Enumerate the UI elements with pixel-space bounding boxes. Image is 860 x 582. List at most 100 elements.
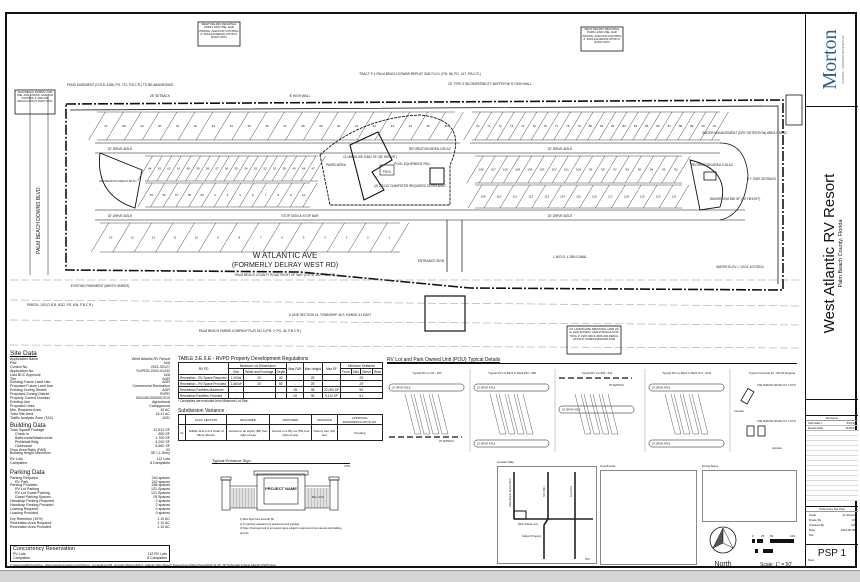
drive-aisle-label: 20' DRIVE AISLE xyxy=(652,387,671,390)
lot-line xyxy=(621,111,639,141)
lot-number: 12 xyxy=(152,236,156,240)
row-label: Loading Required xyxy=(10,506,39,511)
lot-number: 61 xyxy=(177,167,181,171)
pool xyxy=(379,164,395,176)
zoning-stamp-title: Zoning Stamp xyxy=(702,465,719,468)
lot-line xyxy=(214,155,230,182)
lot-line xyxy=(547,184,562,209)
lot-number: 28 xyxy=(122,124,126,128)
lot-number: 8 xyxy=(238,236,240,240)
lot-number: 29 xyxy=(140,124,144,128)
lot-line xyxy=(326,222,345,253)
row-label: Pdd xyxy=(10,360,17,365)
lot-number: 70 xyxy=(476,124,480,128)
side-road-label: PALM BEACH DOWNS BLVD. xyxy=(36,186,42,254)
lot-line xyxy=(369,222,388,253)
text-label: Access to a fifty six (56) foot right-of… xyxy=(268,424,313,441)
lot-number: 103 xyxy=(539,168,544,172)
right-turn-lane-box xyxy=(424,295,466,332)
row-label: Campsites xyxy=(13,556,30,561)
zoning-stamp-box xyxy=(702,470,797,522)
text-label: Twenty four (24) feet xyxy=(311,424,338,441)
row-value: RVPD xyxy=(160,392,170,397)
map-road-label: Lyons Rd xyxy=(569,486,573,497)
lot-number: 114 xyxy=(560,195,565,199)
road-former-name: (FORMERLY DELRAY WEST RD) xyxy=(232,262,338,269)
morton-logo: Morton PLANNING · LANDSCAPE ARCHITECTURE xyxy=(806,12,858,107)
row-label: RV Lots xyxy=(10,457,23,462)
lot-line xyxy=(150,182,166,208)
project-location: Palm Beach County, Florida xyxy=(837,219,844,288)
neighbor-box-text-4: AG LANDSCAPE SERVICES LAND USE: AGR ZONI… xyxy=(569,327,619,341)
lot-line xyxy=(485,111,504,141)
text-label: VARIANCE xyxy=(311,414,338,425)
entrance-sign-scale: NTS xyxy=(344,464,350,468)
lot-line xyxy=(649,155,666,184)
lot-number: 49 xyxy=(292,167,296,171)
drive-aisle-label: 20' DRIVE AISLE xyxy=(477,443,496,446)
text-label: Max SF xyxy=(322,362,341,375)
lot-line xyxy=(281,155,297,182)
lot-number: 6 xyxy=(252,193,254,197)
lot-number: 64 xyxy=(148,167,152,171)
lot-number: 31 xyxy=(176,124,180,128)
lot-line xyxy=(483,184,498,209)
lot-line xyxy=(251,182,267,208)
lot-line xyxy=(233,155,249,182)
row-label: Parking Provided xyxy=(10,483,38,488)
sheet-number: PSP 1 xyxy=(817,548,847,559)
text-label: Date xyxy=(809,528,815,532)
text-label: Scale xyxy=(809,513,816,517)
row-label: Recreation Area Required xyxy=(10,520,52,525)
project-title-area: West Atlantic RV Resort Palm Beach Count… xyxy=(806,107,858,400)
lot-line xyxy=(285,111,303,141)
lot-line xyxy=(491,155,508,184)
lot-number: 4 xyxy=(227,193,229,197)
lot-number: 86 xyxy=(656,124,660,128)
inner-wall xyxy=(69,105,779,284)
washroom-building xyxy=(703,171,717,181)
regulations-table-title: TABLE 3.E.6.E - RVPD Property Developmen… xyxy=(178,356,309,362)
washroom-island xyxy=(689,159,724,211)
lot-line xyxy=(478,155,496,184)
lot-number: 1 xyxy=(388,236,390,240)
lot-line xyxy=(91,222,109,253)
title-block: Morton PLANNING · LANDSCAPE ARCHITECTURE… xyxy=(805,12,858,568)
regulations-table: RV PD Minimum Lot Dimensions Max FAR Max… xyxy=(177,362,384,399)
neighbor-box-5 xyxy=(785,94,803,126)
drive-aisle-label-2: 20' DRIVE AISLE xyxy=(108,214,133,218)
rv-lot-outline xyxy=(574,393,592,435)
lot-line xyxy=(661,155,679,184)
lot-line xyxy=(674,184,690,209)
lot-line xyxy=(195,111,213,141)
lot-line xyxy=(700,111,718,141)
road-row-label: PALM BEACH COUNTY ROAD RIGHT OF WAY (O.R… xyxy=(235,273,336,277)
rv-panel-title: Typical RV Lot Back to Back #73 - #121 xyxy=(662,371,712,375)
drive-aisle-shape xyxy=(558,405,635,414)
concurrency-title: Concurrency Reservation xyxy=(13,546,76,552)
sign-project-name: PROJECT NAME xyxy=(265,486,297,491)
lot-line xyxy=(305,222,324,253)
tract-label: TRACT P-1 PALM BEACH DOWNS REPLAT ONE P.… xyxy=(359,72,481,76)
drive-aisle-bottom xyxy=(95,209,745,221)
washroom-label: WASHROOM 850 SF (20' HEIGHT) xyxy=(710,197,761,201)
drive-aisle-top-right xyxy=(470,142,720,154)
lot-number: 72 xyxy=(499,124,503,128)
sheet-number-area: PSP 1 Sheet xyxy=(806,545,858,568)
row-value: 112 RV Lots xyxy=(147,552,167,556)
rv-panel-title: Typical RV Lot #2 - #33 xyxy=(412,371,441,375)
drive-aisle-label: 20' DRIVE AISLE xyxy=(652,443,671,446)
lot-number: 109 xyxy=(480,195,485,199)
map-subject-label: Subject Property xyxy=(522,534,542,538)
rv-panel-title: Typical Campsite #1 - #8 (60 Degree) xyxy=(749,371,796,375)
row-label: Existing Future Land Use xyxy=(10,380,51,385)
lot-number: 108 xyxy=(479,168,484,172)
